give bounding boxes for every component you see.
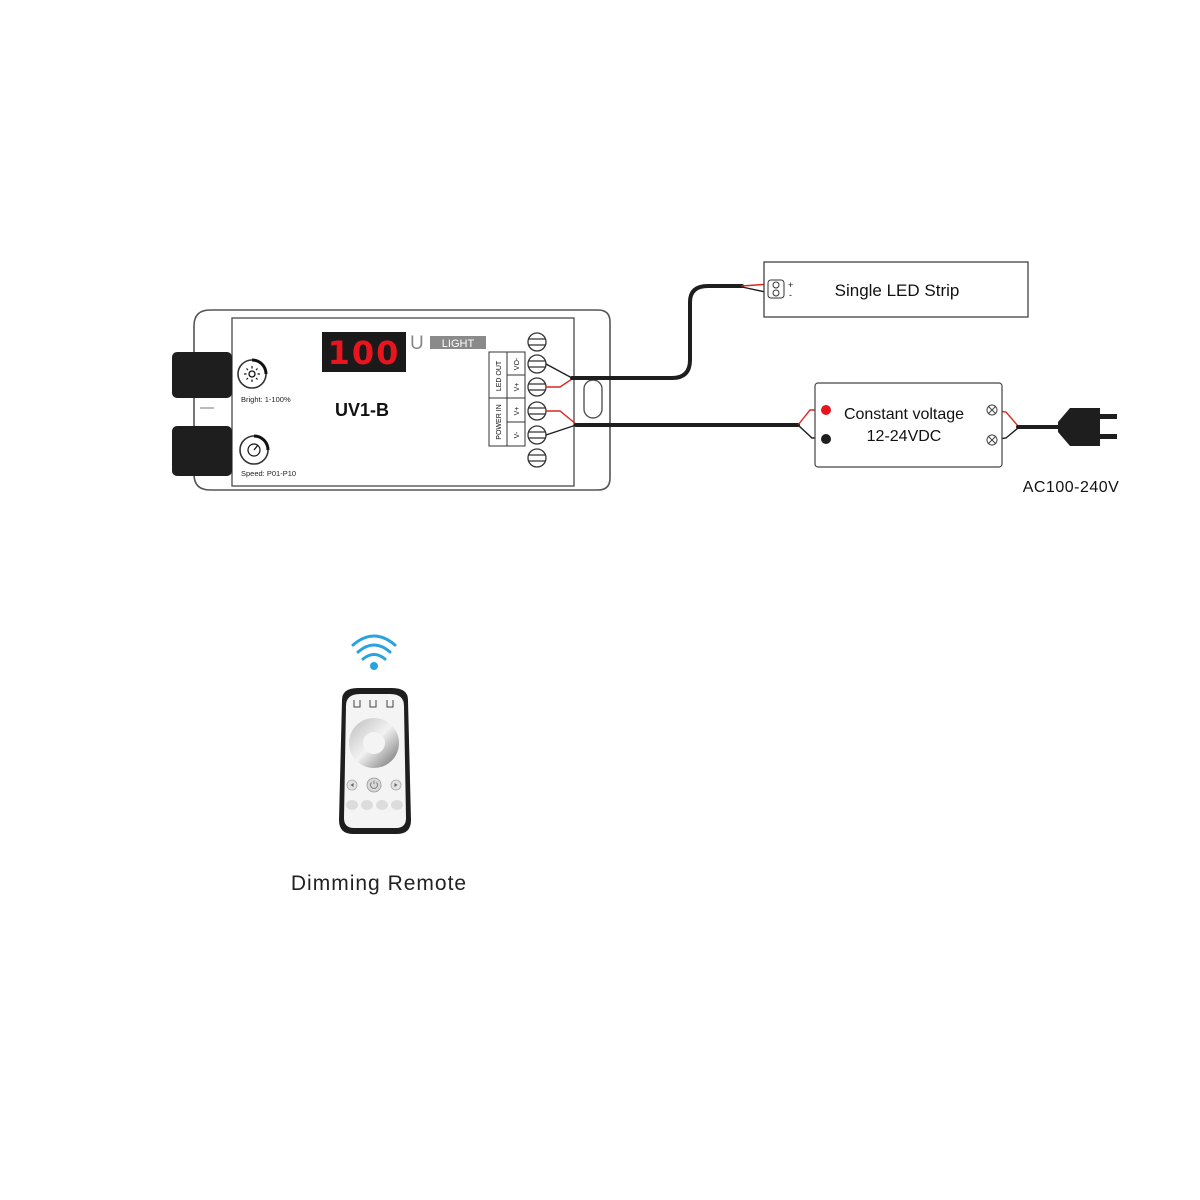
- mounting-slot: [583, 379, 603, 419]
- psu-line1: Constant voltage: [844, 406, 964, 423]
- bright-label: Bright: 1-100%: [241, 395, 291, 404]
- screw-4: [527, 401, 547, 421]
- speed-dial-icon: [239, 434, 270, 465]
- led-strip-box: [763, 261, 1029, 318]
- screw-1: [527, 332, 547, 352]
- power-supply: Constant voltage 12-24VDC: [814, 382, 1003, 468]
- model-label: UV1-B: [335, 400, 389, 420]
- wireless-signal-icon: [351, 634, 397, 661]
- remote-scene-button-1: [346, 800, 358, 810]
- zone-icons: [353, 700, 394, 708]
- terminal-group-in: POWER IN: [496, 404, 503, 439]
- terminal-v-minus-in: V-: [514, 431, 521, 438]
- speed-knob[interactable]: [172, 426, 232, 476]
- remote-scene-button-2: [361, 800, 373, 810]
- terminal-vo-minus: VO-: [514, 357, 521, 370]
- remote-scene-button-4: [391, 800, 403, 810]
- led-strip-label: Single LED Strip: [835, 281, 960, 300]
- strip-plus: +: [788, 280, 793, 290]
- terminal-label-panel: LED OUT POWER IN VO- V+ V+ V-: [488, 351, 526, 447]
- brand-light: LIGHT: [442, 338, 475, 350]
- touch-wheel[interactable]: [349, 718, 399, 768]
- screw-5: [527, 425, 547, 445]
- remote-label: Dimming Remote: [291, 872, 467, 895]
- brand-u: U: [410, 333, 424, 354]
- terminal-v-plus-in: V+: [514, 407, 521, 416]
- psu-plus-terminal: [821, 405, 831, 415]
- psu-line2: 12-24VDC: [867, 428, 942, 445]
- strip-minus: -: [789, 290, 792, 300]
- ac-voltage-label: AC100-240V: [1023, 479, 1120, 496]
- controller: Bright: 1-100% Speed: P01-P10 100 U LIGH…: [172, 309, 611, 491]
- power-supply-box: [814, 382, 1003, 468]
- strip-connector: [767, 279, 785, 299]
- screw-2: [527, 354, 547, 374]
- ac-plug-icon: [1058, 408, 1117, 446]
- led-out-wire-black: [545, 363, 573, 379]
- brightness-knob[interactable]: [172, 352, 232, 398]
- brand-light-box: [430, 336, 486, 349]
- wires: [545, 283, 1062, 441]
- terminal-screws: [527, 332, 547, 468]
- power-in-wire-red: [545, 410, 577, 425]
- power-in-wire-black: [545, 424, 577, 436]
- remote-buttons-row2[interactable]: [346, 800, 403, 810]
- display-value: 100: [328, 334, 401, 372]
- led-display: [322, 332, 406, 372]
- led-strip: + - Single LED Strip: [763, 261, 1029, 318]
- ac-terminal-1: [986, 404, 998, 416]
- led-out-cable: [570, 284, 744, 380]
- remote-power-button: [366, 777, 382, 793]
- screw-3: [527, 377, 547, 397]
- speed-label: Speed: P01-P10: [241, 469, 296, 478]
- terminal-group-out: LED OUT: [496, 360, 503, 391]
- remote: [339, 634, 411, 834]
- ac-terminal-2: [986, 434, 998, 446]
- led-out-wire-red: [545, 378, 573, 388]
- remote-scene-button-3: [376, 800, 388, 810]
- psu-minus-terminal: [821, 434, 831, 444]
- terminal-v-plus-out: V+: [514, 383, 521, 392]
- screw-6: [527, 448, 547, 468]
- remote-buttons-row1[interactable]: [346, 777, 402, 793]
- brightness-dial-icon: [237, 358, 268, 389]
